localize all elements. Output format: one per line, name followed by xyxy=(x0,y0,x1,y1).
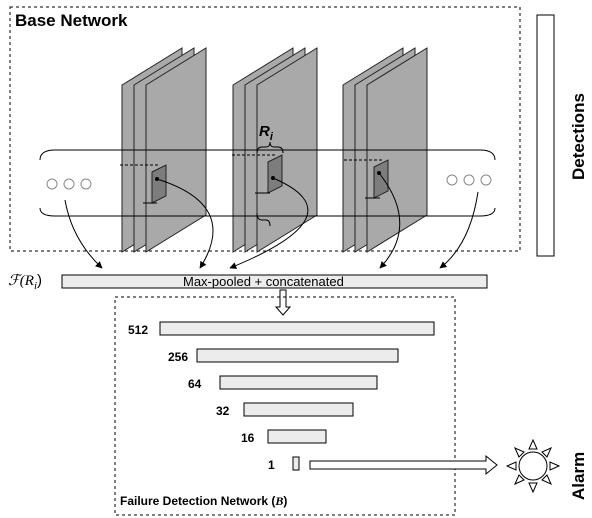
ellipsis-right xyxy=(446,174,492,186)
ri-brace xyxy=(256,141,284,154)
alarm-sun-icon xyxy=(505,438,561,494)
region-subscript: i xyxy=(269,131,273,143)
region-letter: R xyxy=(259,123,270,140)
feature-bar xyxy=(61,274,488,289)
layer-bar-16 xyxy=(267,429,327,444)
failure-network-symbol: B xyxy=(275,494,284,508)
layer-bar-256 xyxy=(196,348,399,363)
failure-network-box xyxy=(114,296,456,516)
failure-network-title-end: ) xyxy=(283,494,288,508)
ri-brace-bottom xyxy=(256,212,271,227)
roi-2 xyxy=(232,154,283,194)
region-bracket-top xyxy=(39,149,496,161)
layer-bar-32 xyxy=(243,402,354,417)
feature-down-arrow xyxy=(274,289,292,316)
failure-network-title: Failure Detection Network (B) xyxy=(120,495,287,507)
feature-label-sub: i xyxy=(33,280,38,292)
roi-1 xyxy=(120,164,167,204)
layer-bar-512 xyxy=(159,321,435,336)
pooling-arrows xyxy=(64,172,479,269)
region-bracket-bottom xyxy=(39,207,496,217)
roi-3 xyxy=(344,159,389,199)
base-network-box xyxy=(9,6,521,252)
layer-label-1: 1 xyxy=(268,458,275,472)
alarm-arrow xyxy=(309,454,498,476)
detections-bar xyxy=(536,14,555,257)
layer-bar-1 xyxy=(292,456,300,471)
feature-bar-label: Max-pooled + concatenated xyxy=(183,274,344,289)
layer-label-512: 512 xyxy=(128,323,149,337)
feature-label-suffix: ) xyxy=(37,272,43,289)
alarm-label: Alarm xyxy=(569,451,588,500)
detections-label: Detections xyxy=(569,93,588,180)
layer-label-256: 256 xyxy=(168,350,189,364)
feature-label: ℱ(Ri) xyxy=(8,273,42,292)
layer-label-64: 64 xyxy=(188,377,202,391)
layer-label-16: 16 xyxy=(241,431,255,445)
base-network-title: Base Network xyxy=(15,11,128,30)
region-label: Ri xyxy=(259,124,273,143)
ellipsis-left xyxy=(46,178,92,190)
layer-bar-64 xyxy=(219,375,378,390)
layer-label-32: 32 xyxy=(216,404,230,418)
layer-bars xyxy=(159,321,435,471)
failure-network-title-text: Failure Detection Network ( xyxy=(120,494,276,508)
feature-label-prefix: ℱ(R xyxy=(8,273,34,289)
